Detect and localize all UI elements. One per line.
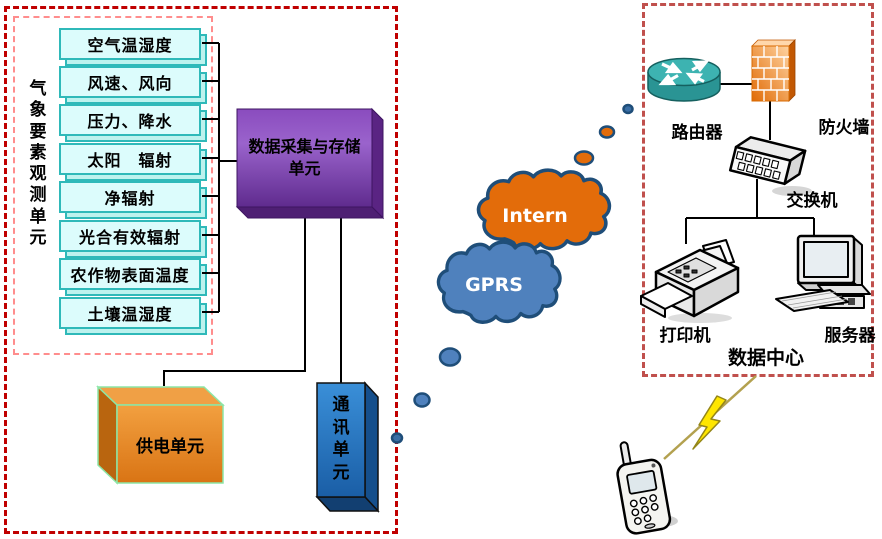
- comm-box-label-text: 通讯单元: [332, 395, 350, 483]
- switch-shadow: [772, 186, 812, 196]
- switch-label: 交换机: [786, 191, 838, 211]
- sensor-label: 光合有效辐射: [78, 228, 181, 247]
- collector-box: [235, 107, 385, 220]
- switch-icon: [728, 136, 807, 186]
- server-label: 服务器: [824, 326, 876, 346]
- router-icon: [647, 57, 721, 102]
- cloud-bubble-trail-orange: [573, 103, 634, 166]
- internet-cloud: [476, 168, 612, 252]
- sensor-box-wind: 风速、风向: [59, 66, 201, 98]
- sensor-box-air: 空气温湿度: [59, 28, 201, 60]
- sensor-box-pressure: 压力、降水: [59, 104, 201, 136]
- internet-cloud-label: Intern: [502, 205, 568, 227]
- collector-label-line2: 单元: [288, 159, 321, 178]
- sensor-label: 风速、风向: [87, 74, 173, 93]
- comm-box: [315, 381, 380, 513]
- gprs-cloud-label: GPRS: [465, 274, 523, 296]
- collector-label-line1: 数据采集与存储: [248, 137, 361, 157]
- sensor-label: 土壤温湿度: [87, 305, 173, 324]
- sensor-label: 净辐射: [104, 189, 156, 208]
- sensor-label: 压力、降水: [87, 112, 173, 131]
- sensor-box-net-rad: 净辐射: [59, 181, 201, 213]
- printer-label: 打印机: [659, 326, 711, 346]
- collector-to-power-line: [163, 211, 306, 386]
- sensor-box-soil: 土壤温湿度: [59, 297, 201, 329]
- firewall-icon: [751, 39, 796, 102]
- wireless-link-lightning: [663, 375, 757, 460]
- collector-box-label: 数据采集与存储 单元: [237, 110, 372, 206]
- gprs-cloud: [436, 240, 562, 325]
- meteo-group-label: 气象要素观测单元: [29, 79, 47, 249]
- mobile-phone-icon: [616, 441, 678, 535]
- sensor-label: 农作物表面温度: [70, 266, 190, 285]
- router-label: 路由器: [671, 123, 723, 143]
- data-center-title: 数据中心: [727, 347, 804, 369]
- sensor-label: 空气温湿度: [87, 36, 173, 55]
- firewall-label: 防火墙: [818, 118, 870, 138]
- data-center-group-border: [642, 3, 874, 377]
- sensor-box-crop-temp: 农作物表面温度: [59, 258, 201, 290]
- sensor-label: 太阳 辐射: [87, 151, 173, 170]
- sensor-box-solar: 太阳 辐射: [59, 143, 201, 175]
- printer-icon: [640, 239, 740, 323]
- server-icon: [775, 234, 871, 312]
- sensor-group-border: [13, 16, 213, 355]
- comm-box-label: 通讯单元: [317, 394, 365, 484]
- power-box: [96, 385, 225, 485]
- meteo-station-group-border: [4, 6, 398, 534]
- power-box-label: 供电单元: [136, 436, 204, 457]
- sensor-box-par: 光合有效辐射: [59, 220, 201, 252]
- cloud-bubble-trail-blue: [390, 347, 462, 444]
- connector-lines: [163, 42, 815, 386]
